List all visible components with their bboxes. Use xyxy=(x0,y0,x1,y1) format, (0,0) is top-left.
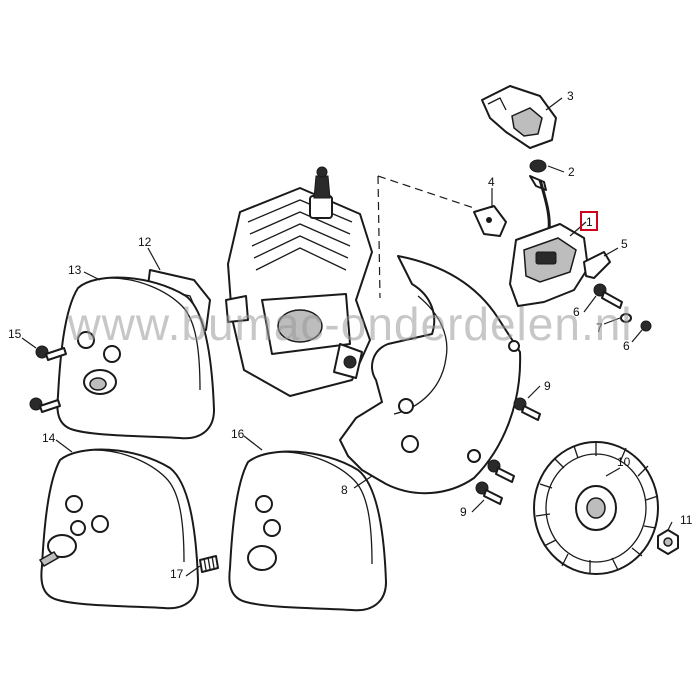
part-5-clip xyxy=(583,251,611,279)
label-part-1: 1 xyxy=(586,215,593,229)
part-8-fan-housing xyxy=(339,255,522,495)
part-9-screw-upper xyxy=(513,397,541,421)
part-7-washer xyxy=(620,313,632,323)
part-15-screw-upper xyxy=(35,345,67,361)
watermark-text: www.bumac-onderdelen.nl xyxy=(66,298,632,350)
part-number-labels: 1 2 3 4 5 6 7 6 8 9 9 10 11 12 13 14 15 … xyxy=(8,89,693,581)
leader-lines xyxy=(21,97,673,577)
part-1-ignition-module xyxy=(509,223,589,307)
label-part-13: 13 xyxy=(68,263,82,277)
label-part-7: 7 xyxy=(596,321,603,335)
label-part-4: 4 xyxy=(488,175,495,189)
part-9-screw-middle xyxy=(487,459,515,483)
label-part-12: 12 xyxy=(138,235,152,249)
label-part-6-lower: 6 xyxy=(623,339,630,353)
part-9-screw-lower xyxy=(475,481,503,505)
part-6-screw-upper xyxy=(593,283,623,309)
label-part-8: 8 xyxy=(341,483,348,497)
part-3-cover xyxy=(481,85,557,149)
highlight-box-part-1 xyxy=(580,211,598,231)
part-11-nut xyxy=(657,529,679,555)
label-part-9-lower: 9 xyxy=(460,505,467,519)
engine-cylinder xyxy=(225,166,373,397)
part-4-bracket xyxy=(473,205,507,237)
part-10-flywheel xyxy=(533,441,659,575)
label-part-14: 14 xyxy=(42,431,56,445)
label-part-6-upper: 6 xyxy=(573,305,580,319)
part-16-muffler xyxy=(228,450,387,612)
label-part-15: 15 xyxy=(8,327,22,341)
label-part-10: 10 xyxy=(617,455,631,469)
part-17-stud xyxy=(199,555,219,573)
part-13-muffler xyxy=(56,276,215,440)
label-part-11: 11 xyxy=(680,513,693,527)
label-part-3: 3 xyxy=(567,89,574,103)
label-part-17: 17 xyxy=(170,567,184,581)
label-part-5: 5 xyxy=(621,237,628,251)
part-15-screw-lower xyxy=(29,397,61,413)
part-2-pin xyxy=(529,159,547,191)
label-part-9-upper: 9 xyxy=(544,379,551,393)
label-part-16: 16 xyxy=(231,427,245,441)
dashed-reference-line xyxy=(377,175,475,299)
part-6-screw-lower xyxy=(640,320,652,332)
label-part-2: 2 xyxy=(568,165,575,179)
part-14-muffler xyxy=(38,448,199,610)
